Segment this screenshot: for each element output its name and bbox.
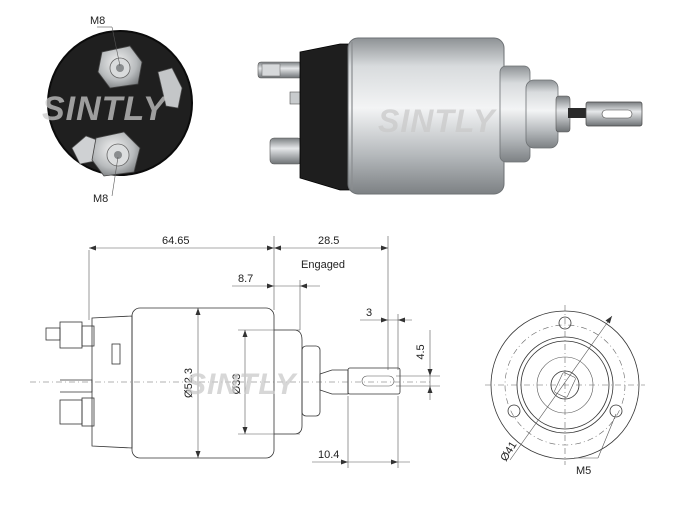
dim-bolt-circle: Ø41	[498, 440, 519, 464]
dim-nose-length: 8.7	[238, 273, 253, 285]
side-elevation-drawing: 64.65 28.5 Engaged 8.7 3 4.5 Ø52.3	[30, 235, 440, 468]
plunger-rod	[568, 108, 588, 118]
dim-tab-offset: 3	[366, 307, 372, 319]
mount-hole-right	[609, 404, 623, 418]
dim-tab-width: 4.5	[415, 344, 427, 359]
mount-hole-left	[507, 404, 521, 418]
end-view-photo: M8 M8 SINTLY	[42, 15, 193, 205]
mount-hole-top	[558, 316, 572, 330]
watermark-end-view: SINTLY	[42, 90, 169, 128]
thread-callout: M5	[576, 465, 591, 477]
dim-nose-diameter: Ø33	[231, 374, 243, 395]
top-terminal	[97, 45, 143, 89]
dim-body-diameter: Ø52.3	[183, 368, 195, 398]
terminal-bottom-label: M8	[93, 193, 108, 205]
dim-stroke-length: 28.5	[318, 235, 339, 247]
bottom-terminal	[71, 131, 141, 177]
engaged-label: Engaged	[301, 259, 345, 271]
dim-overall-length: 64.65	[162, 235, 190, 247]
side-tab	[157, 67, 183, 109]
side-view-photo: SINTLY	[257, 37, 643, 195]
nose-ring	[499, 65, 531, 163]
watermark-side-view: SINTLY	[378, 103, 497, 139]
black-end-cap	[299, 43, 353, 191]
dim-plunger-length: 10.4	[318, 449, 339, 461]
watermark-drawing: SINTLY	[186, 368, 298, 401]
drawing-tab	[347, 367, 401, 395]
terminal-top-label: M8	[90, 15, 105, 27]
drawing-body	[131, 307, 275, 459]
front-view-drawing: Ø41 M5	[485, 305, 645, 477]
